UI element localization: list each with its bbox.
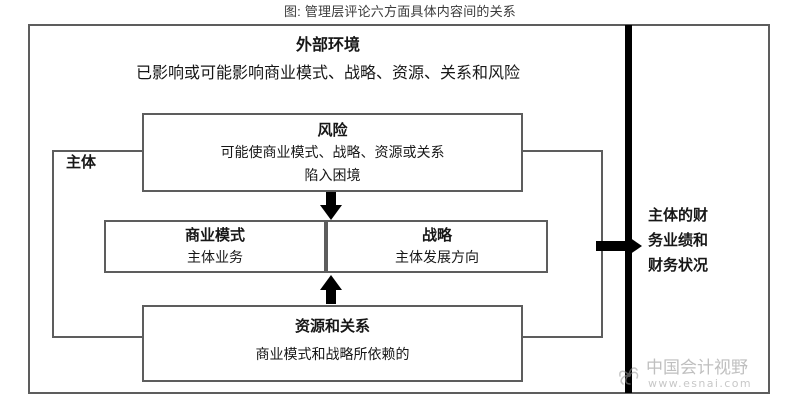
business-model-box: 商业模式 主体业务 xyxy=(104,220,326,273)
arrow-head xyxy=(626,235,642,257)
entity-label: 主体 xyxy=(66,153,97,171)
business-model-line-1: 主体业务 xyxy=(187,250,243,266)
external-environment-title: 外部环境 xyxy=(295,35,360,54)
risk-box: 风险 可能使商业模式、战略、资源或关系 陷入困境 xyxy=(142,113,523,192)
arrow-shaft xyxy=(326,192,336,206)
strategy-box: 战略 主体发展方向 xyxy=(326,220,548,273)
arrow-shaft xyxy=(596,241,628,251)
risk-line-2: 陷入困境 xyxy=(304,168,361,184)
resources-box: 资源和关系 商业模式和战略所依赖的 xyxy=(142,305,523,382)
resources-line-1: 商业模式和战略所依赖的 xyxy=(255,347,410,363)
risk-line-1: 可能使商业模式、战略、资源或关系 xyxy=(220,145,445,161)
strategy-line-1: 主体发展方向 xyxy=(395,250,479,266)
vertical-divider-bar xyxy=(625,25,632,393)
outcome-line-1: 主体的财 xyxy=(648,206,709,224)
arrow-shaft xyxy=(326,289,336,304)
risk-title: 风险 xyxy=(317,121,348,139)
arrow-head xyxy=(320,275,342,290)
outcome-text: 主体的财 务业绩和 财务状况 xyxy=(648,203,758,278)
strategy-title: 战略 xyxy=(421,226,452,244)
arrow-up-icon xyxy=(320,275,342,304)
resources-title: 资源和关系 xyxy=(294,317,370,335)
outcome-line-2: 务业绩和 xyxy=(648,231,709,249)
external-environment-description: 已影响或可能影响商业模式、战略、资源、关系和风险 xyxy=(135,63,520,82)
arrow-right-icon xyxy=(596,235,644,257)
figure-caption: 图: 管理层评论六方面具体内容间的关系 xyxy=(283,4,517,19)
business-model-title: 商业模式 xyxy=(184,226,245,244)
arrow-head xyxy=(320,205,342,220)
arrow-down-icon xyxy=(320,192,342,220)
outcome-line-3: 财务状况 xyxy=(648,256,709,274)
